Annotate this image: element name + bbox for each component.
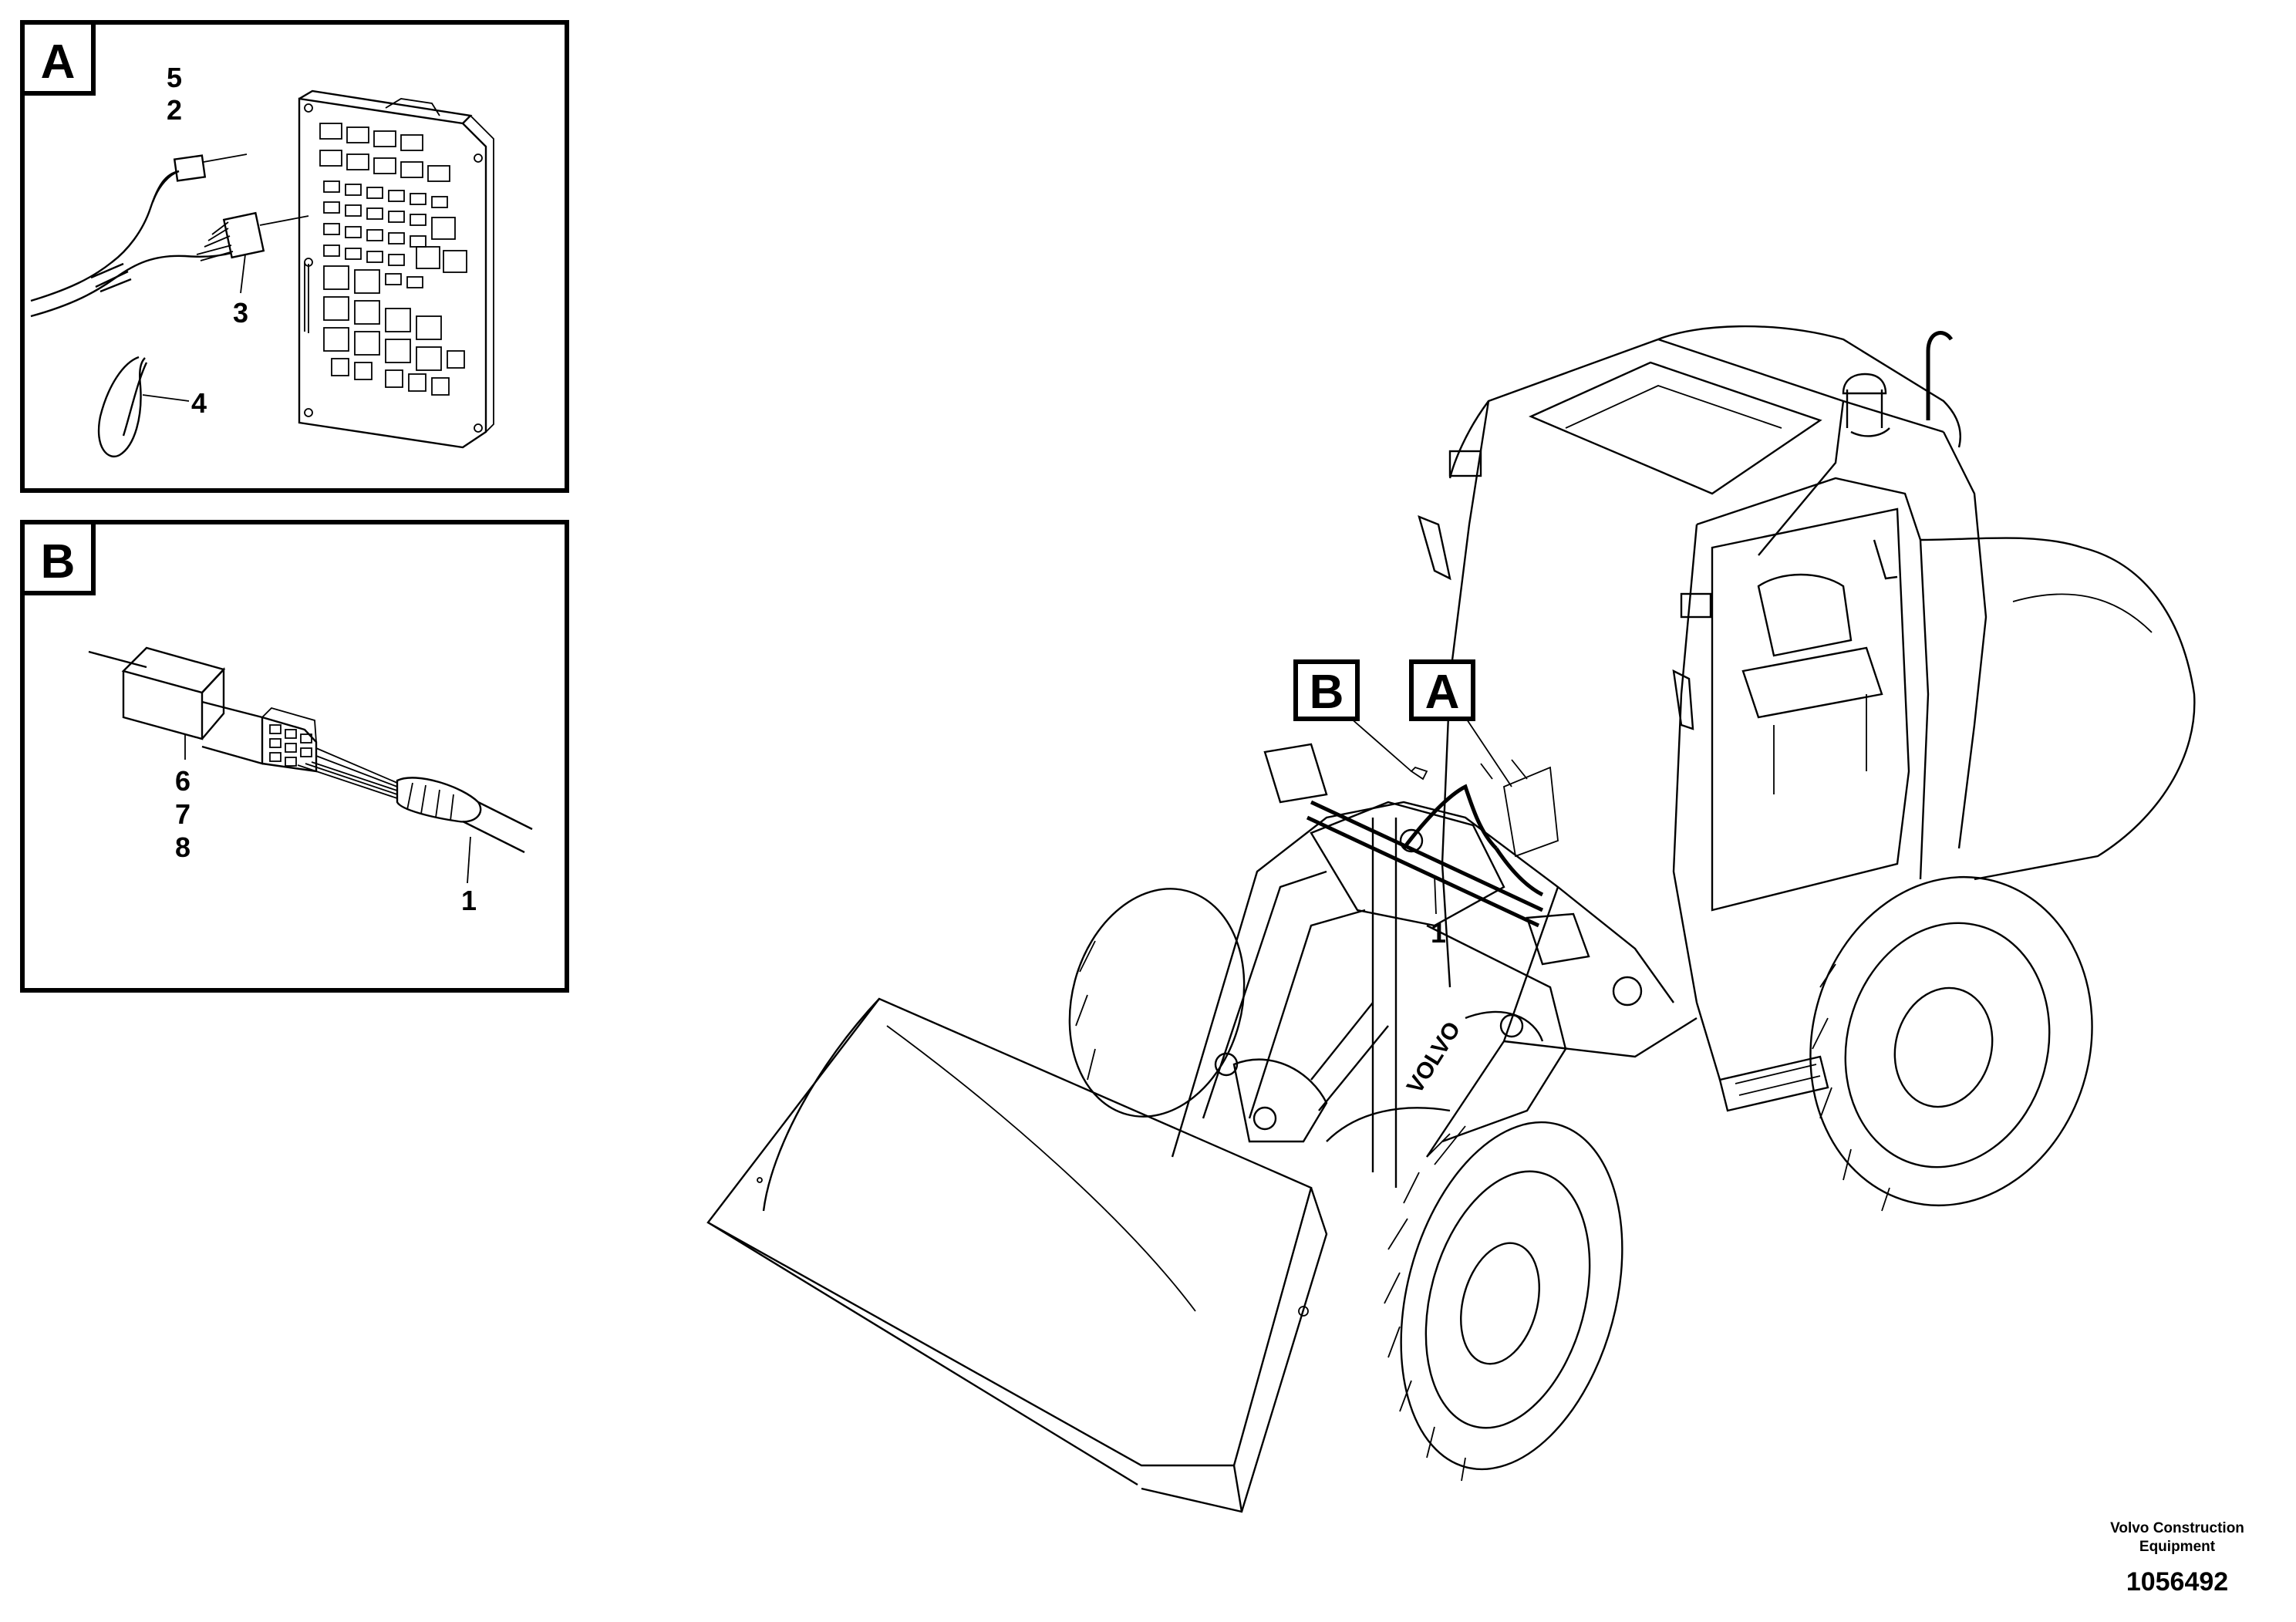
footer: Volvo Construction Equipment 1056492 (2110, 1520, 2244, 1597)
loader-arm: VOLVO (1171, 743, 1698, 1188)
callout-5: 5 (167, 62, 182, 93)
panel-b-tag-box (20, 520, 96, 595)
main-tag-a: A (1425, 666, 1460, 719)
panel-b-frame (20, 520, 569, 993)
main-tag-b: B (1310, 666, 1344, 719)
rear-wheel (1809, 875, 2093, 1212)
panel-b-tag: B (41, 535, 76, 588)
callout-7: 7 (175, 798, 190, 830)
connector-b (88, 646, 533, 884)
main-tag-a-box (1409, 659, 1475, 721)
arm-brand: VOLVO (1402, 1017, 1465, 1098)
harness-a (30, 153, 309, 318)
cable-tie (97, 356, 190, 457)
callout-6: 6 (175, 765, 190, 797)
panel-a-tag: A (41, 35, 76, 89)
credit-line-2: Equipment (2139, 1539, 2216, 1555)
detail-panel-b: B 6 7 8 1 (20, 520, 569, 993)
panel-a-frame (20, 20, 569, 493)
document-number: 1056492 (2126, 1567, 2228, 1597)
main-callout-1: 1 (1431, 917, 1446, 949)
front-right-wheel (1068, 888, 1246, 1118)
callout-1-detail: 1 (461, 885, 477, 916)
cab (1418, 325, 2196, 1003)
bucket (706, 997, 1328, 1513)
step (1695, 1002, 1829, 1112)
panel-a-tag-box (20, 20, 96, 96)
credit-line-1: Volvo Construction (2110, 1520, 2244, 1536)
callout-4: 4 (191, 387, 207, 419)
callout-3: 3 (233, 297, 248, 329)
main-tag-b-box (1293, 659, 1360, 721)
detail-panel-a: A (20, 20, 569, 493)
relay-board (298, 89, 494, 449)
callout-8: 8 (175, 831, 190, 863)
wheel-loader: VOLVO (706, 325, 2196, 1513)
front-left-wheel (1326, 1107, 1623, 1482)
callout-2: 2 (167, 94, 182, 126)
